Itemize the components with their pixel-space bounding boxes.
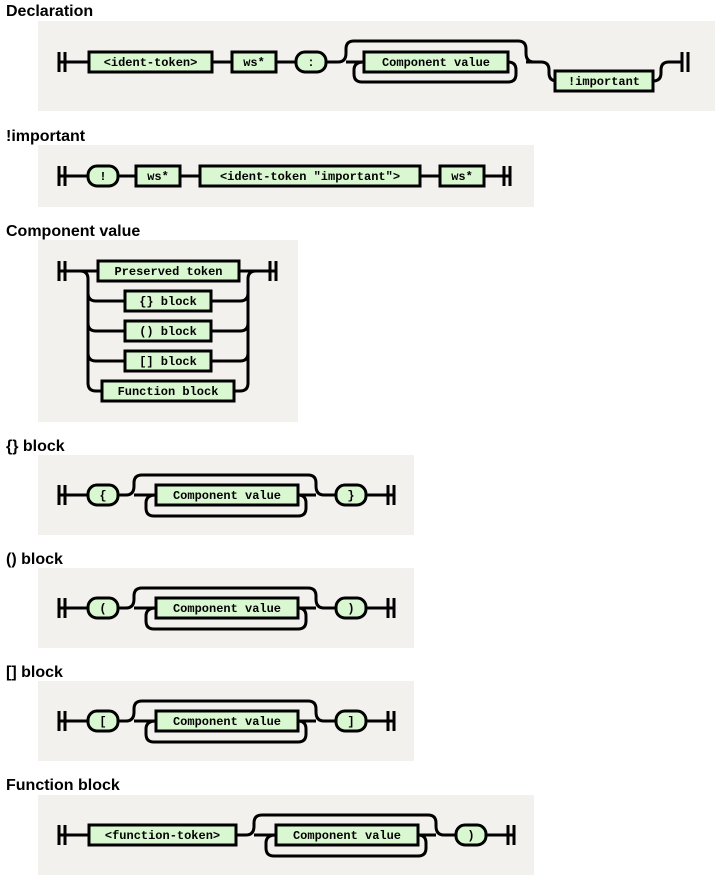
curly-block-diagram: { Component value } xyxy=(38,455,414,535)
svg-text:!important: !important xyxy=(568,75,640,89)
paren-block-node: () block xyxy=(123,319,213,343)
component-value-node: Component value xyxy=(154,596,300,620)
preserved-token-node: Preserved token xyxy=(96,259,241,283)
function-block-title: Function block xyxy=(6,777,120,794)
square-block-title: [] block xyxy=(6,664,63,681)
open-curly-node: { xyxy=(86,483,120,507)
ws-node: ws* xyxy=(230,50,278,74)
close-paren-node: ) xyxy=(454,823,488,847)
ws-node-1: ws* xyxy=(134,164,182,188)
function-token-node: <function-token> xyxy=(87,823,238,847)
svg-text:Function block: Function block xyxy=(118,385,219,399)
svg-text:Component value: Component value xyxy=(293,829,401,843)
svg-text:Component value: Component value xyxy=(173,715,281,729)
close-paren-node: ) xyxy=(334,596,368,620)
svg-text:): ) xyxy=(467,829,474,843)
function-block-node: Function block xyxy=(100,379,236,403)
curly-block-node: {} block xyxy=(123,289,213,313)
component-value-node: Component value xyxy=(274,823,420,847)
paren-block-title: () block xyxy=(6,551,63,568)
svg-text:Component value: Component value xyxy=(382,56,490,70)
bang-node: ! xyxy=(86,164,120,188)
component-value-node: Component value xyxy=(362,50,510,74)
close-square-node: ] xyxy=(334,709,368,733)
ws-node-2: ws* xyxy=(438,164,486,188)
important-node: !important xyxy=(553,69,655,93)
component-value-title: Component value xyxy=(6,223,141,240)
svg-text:): ) xyxy=(347,602,354,616)
important-diagram: ! ws* <ident-token "important"> ws* xyxy=(38,145,534,207)
svg-text:Preserved token: Preserved token xyxy=(114,265,222,279)
function-block-diagram: <function-token> Component value ) xyxy=(38,795,534,875)
svg-text:<function-token>: <function-token> xyxy=(105,829,220,843)
ident-token-node: <ident-token> xyxy=(87,50,214,74)
component-value-node: Component value xyxy=(154,483,300,507)
svg-text:(: ( xyxy=(99,602,106,616)
svg-text:ws*: ws* xyxy=(451,170,473,184)
square-block-node: [] block xyxy=(123,349,213,373)
svg-text:() block: () block xyxy=(139,325,197,339)
paren-block-diagram: ( Component value ) xyxy=(38,568,414,648)
close-curly-node: } xyxy=(334,483,368,507)
curly-block-title: {} block xyxy=(6,438,65,455)
open-square-node: [ xyxy=(86,709,120,733)
declaration-diagram: <ident-token> ws* : Component value !imp… xyxy=(38,21,715,111)
svg-text:!: ! xyxy=(99,170,106,184)
svg-text:[] block: [] block xyxy=(139,355,197,369)
open-paren-node: ( xyxy=(86,596,120,620)
component-value-node: Component value xyxy=(154,709,300,733)
colon-node: : xyxy=(294,50,328,74)
svg-text:}: } xyxy=(347,489,354,503)
svg-text::: : xyxy=(307,56,314,70)
svg-text:<ident-token>: <ident-token> xyxy=(104,56,198,70)
svg-text:<ident-token "important">: <ident-token "important"> xyxy=(220,170,400,184)
square-block-diagram: [ Component value ] xyxy=(38,681,414,761)
svg-text:]: ] xyxy=(347,715,354,729)
svg-text:ws*: ws* xyxy=(243,56,265,70)
declaration-title: Declaration xyxy=(6,3,94,20)
svg-text:{} block: {} block xyxy=(139,295,197,309)
svg-text:Component value: Component value xyxy=(173,489,281,503)
svg-text:Component value: Component value xyxy=(173,602,281,616)
component-value-diagram: Preserved token {} block () block [] blo… xyxy=(38,240,298,422)
svg-text:{: { xyxy=(99,489,106,503)
ident-important-node: <ident-token "important"> xyxy=(198,164,422,188)
svg-text:ws*: ws* xyxy=(147,170,169,184)
important-title: !important xyxy=(6,128,86,145)
svg-text:[: [ xyxy=(99,715,106,729)
